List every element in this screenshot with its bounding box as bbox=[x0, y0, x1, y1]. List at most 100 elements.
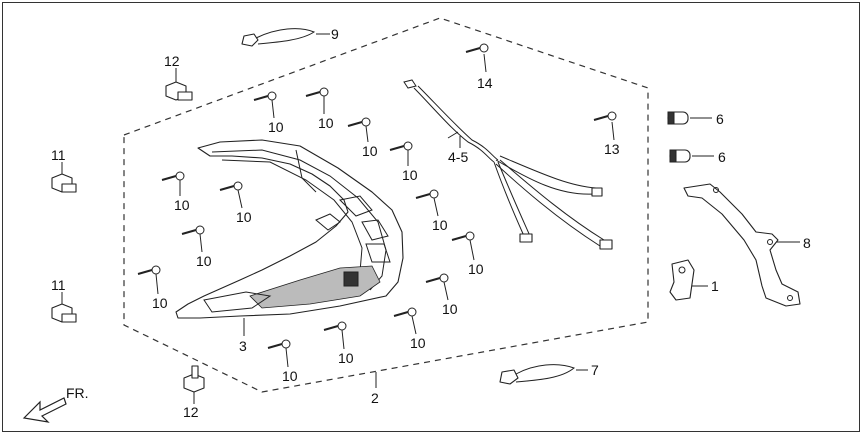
cable-tie-7 bbox=[499, 364, 575, 385]
screw: 10 bbox=[267, 339, 298, 384]
screw: 10 bbox=[219, 181, 252, 225]
screw: 10 bbox=[393, 307, 426, 351]
screw-group: 10 10 10 10 10 10 10 10 10 10 10 10 10 10 bbox=[137, 43, 617, 384]
screw-leader bbox=[237, 189, 243, 209]
diagram-frame bbox=[2, 2, 860, 432]
callout-10: 10 bbox=[468, 261, 484, 277]
bolt-12a bbox=[165, 81, 193, 101]
callout-10: 10 bbox=[152, 295, 168, 311]
callout-10: 10 bbox=[268, 119, 284, 135]
screw: 10 bbox=[305, 87, 334, 131]
bulb-6a bbox=[667, 111, 689, 125]
screw-head bbox=[151, 265, 161, 275]
callout-12-bottom: 12 bbox=[183, 404, 199, 420]
screw-shaft bbox=[393, 311, 409, 317]
callout-6-top: 6 bbox=[716, 111, 724, 127]
screw-shaft bbox=[347, 121, 363, 127]
screw-shaft bbox=[323, 325, 339, 331]
screw-leader bbox=[285, 347, 289, 368]
callout-9: 9 bbox=[331, 26, 339, 42]
screw-leader bbox=[365, 125, 369, 143]
headlight-assembly bbox=[175, 139, 404, 319]
callout-10: 10 bbox=[402, 167, 418, 183]
screw: 10 bbox=[323, 321, 354, 366]
callout-10: 10 bbox=[196, 253, 212, 269]
callout-14: 14 bbox=[477, 75, 493, 91]
screw-head bbox=[281, 339, 291, 349]
callout-10: 10 bbox=[282, 368, 298, 384]
screw-shaft bbox=[415, 193, 431, 199]
screw-head bbox=[607, 111, 617, 121]
screw: 10 bbox=[425, 273, 458, 317]
callout-10: 10 bbox=[318, 115, 334, 131]
callout-8: 8 bbox=[803, 235, 811, 251]
screw-shaft bbox=[425, 277, 441, 283]
callout-10: 10 bbox=[236, 209, 252, 225]
bracket-8 bbox=[683, 183, 801, 307]
screw-shaft bbox=[219, 185, 235, 191]
bolt-12b bbox=[183, 365, 205, 393]
screw-leader bbox=[411, 315, 417, 335]
callout-10: 10 bbox=[174, 197, 190, 213]
assembly-boundary bbox=[123, 17, 649, 393]
screw-head bbox=[233, 181, 243, 191]
screw-shaft bbox=[451, 235, 467, 241]
callout-7: 7 bbox=[591, 362, 599, 378]
screw-head bbox=[479, 43, 489, 53]
screw-shaft bbox=[465, 47, 481, 53]
screw-head bbox=[439, 273, 449, 283]
screw-leader bbox=[341, 329, 345, 350]
screw-shaft bbox=[389, 145, 405, 151]
screw-shaft bbox=[161, 175, 177, 181]
screw-leader bbox=[443, 281, 449, 301]
callout-2: 2 bbox=[371, 390, 379, 406]
callout-10: 10 bbox=[432, 217, 448, 233]
screw: 10 bbox=[415, 189, 448, 233]
callout-11-bottom: 11 bbox=[51, 277, 66, 293]
callout-10: 10 bbox=[442, 301, 458, 317]
cable-tie-9 bbox=[241, 28, 316, 47]
callout-10: 10 bbox=[410, 335, 426, 351]
callout-4-5: 4-5 bbox=[448, 149, 468, 165]
screw-shaft bbox=[137, 269, 153, 275]
screw: 10 bbox=[347, 117, 378, 159]
screw-shaft bbox=[267, 343, 283, 349]
callout-10: 10 bbox=[362, 143, 378, 159]
screw: 10 bbox=[389, 141, 418, 183]
screw-shaft bbox=[253, 95, 269, 101]
screw-leader bbox=[433, 197, 439, 217]
callout-13: 13 bbox=[604, 141, 620, 157]
screw-leader bbox=[469, 239, 475, 261]
screw-shaft bbox=[593, 115, 609, 121]
wiring-harness bbox=[403, 79, 613, 250]
screw-head bbox=[361, 117, 371, 127]
callout-10: 10 bbox=[338, 350, 354, 366]
callout-6-bottom: 6 bbox=[718, 149, 726, 165]
screw: 10 bbox=[181, 225, 212, 269]
screw bbox=[465, 43, 489, 53]
screw-head bbox=[337, 321, 347, 331]
screw: 10 bbox=[451, 231, 484, 277]
screw-head bbox=[403, 141, 413, 151]
screw-head bbox=[175, 171, 185, 181]
screw-shaft bbox=[305, 91, 321, 97]
screw: 10 bbox=[137, 265, 168, 311]
screw-head bbox=[429, 189, 439, 199]
leader-lines bbox=[61, 33, 800, 404]
bolt-11a bbox=[51, 173, 77, 193]
screw-shaft bbox=[181, 229, 197, 235]
screw-leader bbox=[271, 99, 275, 119]
screw-head bbox=[407, 307, 417, 317]
screw-head bbox=[465, 231, 475, 241]
callout-12-top: 12 bbox=[164, 53, 180, 69]
screw-head bbox=[319, 87, 329, 97]
screw-head bbox=[267, 91, 277, 101]
screw-leader bbox=[155, 273, 159, 295]
callout-3: 3 bbox=[239, 338, 247, 354]
callout-1: 1 bbox=[711, 278, 719, 294]
front-direction-arrow-icon bbox=[22, 397, 67, 423]
screw-leader bbox=[199, 233, 203, 253]
screw-head bbox=[195, 225, 205, 235]
bracket-1 bbox=[669, 259, 695, 301]
